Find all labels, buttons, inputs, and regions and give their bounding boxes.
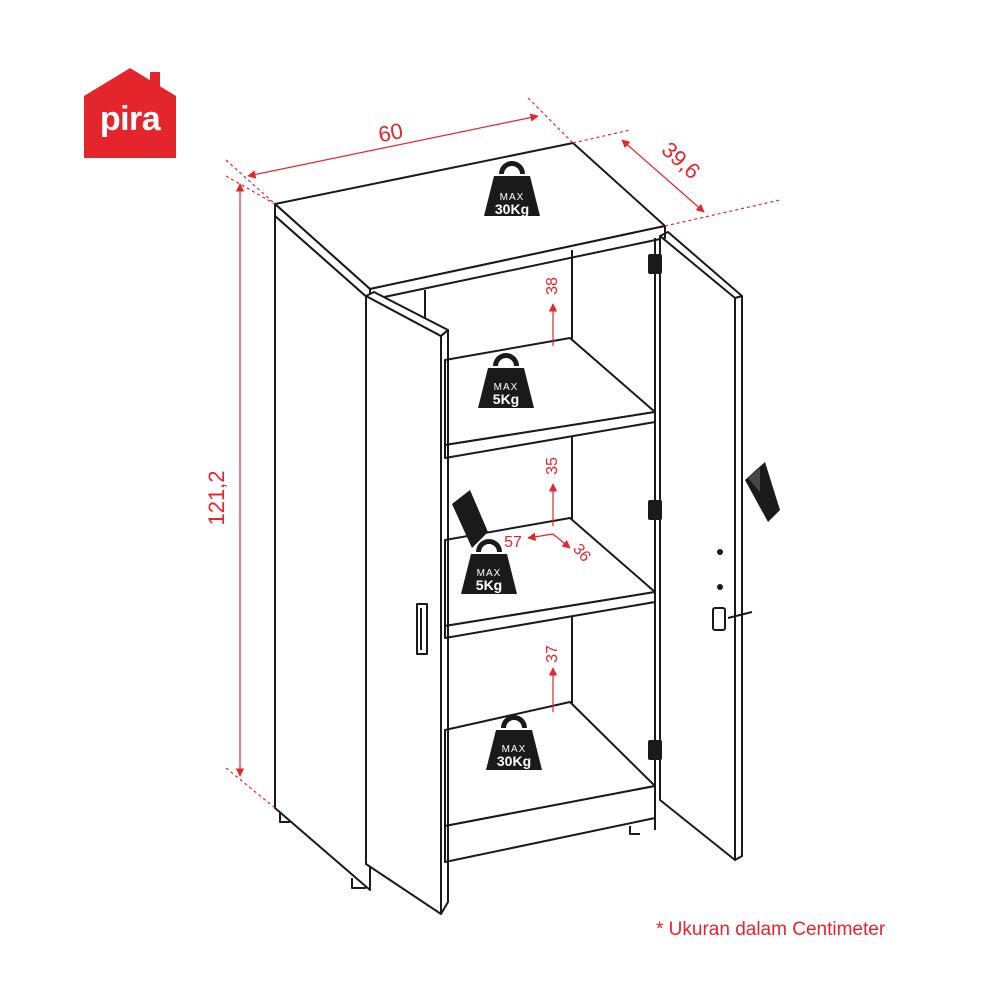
weight-shelf1-icon: MAX 5Kg [478, 353, 534, 408]
push-arrow-right-icon [745, 462, 780, 522]
weight-shelf1-max: MAX [494, 382, 519, 393]
shelf-gap-top-label: 38 [544, 277, 561, 295]
hinges [648, 254, 723, 760]
height-label: 121,2 [204, 470, 229, 525]
weight-bottom-value: 30Kg [497, 753, 531, 769]
shelf-gap-bottom-label: 37 [544, 645, 561, 663]
weight-shelf1-value: 5Kg [493, 391, 519, 407]
weight-top-value: 30Kg [495, 201, 529, 217]
house-logo-icon [84, 68, 176, 158]
weight-top-max: MAX [500, 192, 525, 203]
brand-logo: pira [82, 66, 178, 158]
footnote: * Ukuran dalam Centimeter [656, 919, 886, 940]
dimension-lines [225, 97, 781, 809]
weight-bottom-icon: MAX 30Kg [486, 715, 542, 770]
cabinet-outline [274, 142, 753, 915]
width-label: 60 [376, 118, 405, 147]
weight-shelf2-value: 5Kg [476, 577, 502, 593]
push-arrow-left-icon [452, 490, 488, 548]
weight-top-icon: MAX 30Kg [484, 161, 540, 217]
inner-width-label: 57 [504, 534, 522, 551]
weight-bottom-max: MAX [502, 744, 527, 755]
shelf-gap-middle-label: 35 [544, 457, 561, 475]
brand-name: pira [99, 100, 161, 138]
weight-shelf2-icon: MAX 5Kg [461, 539, 517, 594]
weight-shelf2-max: MAX [477, 568, 502, 579]
